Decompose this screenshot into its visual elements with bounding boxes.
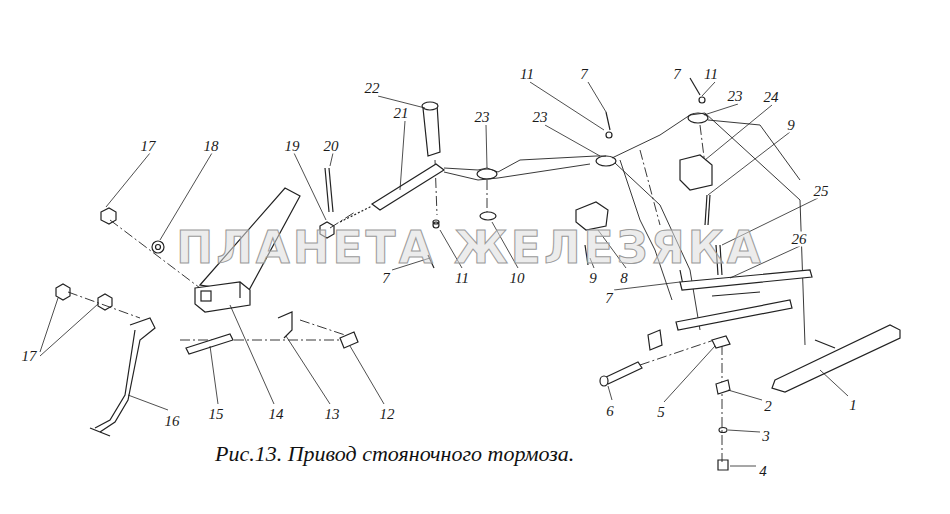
callout-number: 21 (392, 106, 411, 121)
callout-number: 7 (603, 291, 615, 306)
callout-number: 2 (762, 399, 774, 414)
callout-number: 23 (473, 110, 492, 125)
callout-number: 14 (267, 407, 286, 422)
callout-number: 10 (508, 271, 527, 286)
callout-number: 20 (322, 139, 341, 154)
callout-number: 9 (785, 118, 797, 133)
callout-number: 26 (790, 232, 809, 247)
callout-number: 7 (380, 271, 392, 286)
callout-number: 17 (20, 349, 39, 364)
callout-number: 25 (812, 184, 831, 199)
callout-number: 9 (587, 271, 599, 286)
callout-number: 12 (378, 407, 397, 422)
callout-number: 24 (762, 90, 781, 105)
callout-number: 18 (202, 139, 221, 154)
callout-number: 4 (757, 464, 769, 479)
callout-number: 22 (363, 81, 382, 96)
callout-number: 1 (847, 398, 859, 413)
callout-number: 13 (323, 407, 342, 422)
watermark: ПЛАНЕТА ЖЕЛЕЗЯКА (176, 226, 763, 270)
callout-number: 3 (760, 429, 772, 444)
callout-number: 5 (655, 405, 667, 420)
callout-number: 15 (207, 407, 226, 422)
callout-number: 19 (283, 139, 302, 154)
callout-number: 6 (604, 404, 616, 419)
callout-number: 7 (578, 67, 590, 82)
figure-caption: Рис.13. Привод стояночного тормоза. (215, 441, 574, 467)
callout-number: 7 (671, 67, 683, 82)
callout-number: 11 (702, 67, 720, 82)
callout-number: 11 (453, 271, 471, 286)
callout-number: 23 (531, 110, 550, 125)
callout-number: 8 (618, 271, 630, 286)
callout-number: 11 (518, 67, 536, 82)
callout-number: 17 (139, 139, 158, 154)
callout-number: 23 (726, 89, 745, 104)
callout-number: 16 (163, 414, 182, 429)
